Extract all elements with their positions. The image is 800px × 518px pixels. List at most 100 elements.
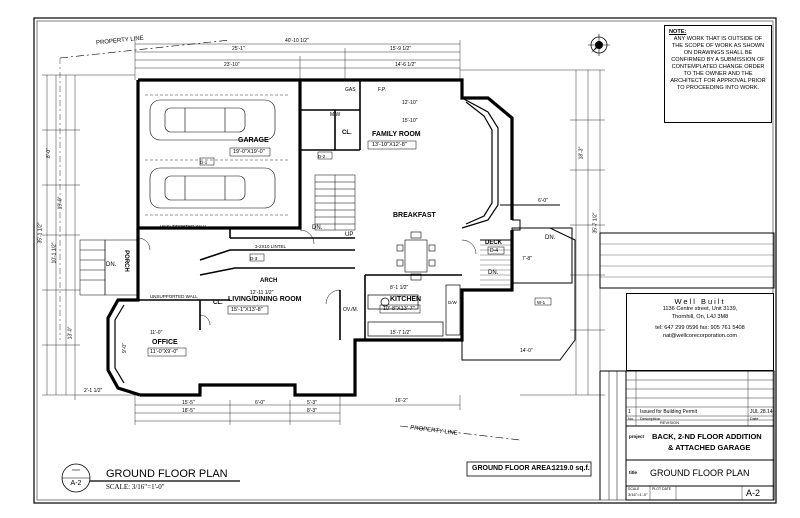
dim-bottom-mid-2: 8'-3" [307,408,317,414]
sheet-scale-label: SCALE [628,487,640,491]
interior-walls [138,80,462,340]
room-garage: GARAGE [238,137,269,144]
right-dimensions [460,69,605,396]
label-dn-4: DN. [106,262,117,268]
garage-cars [149,99,276,209]
deck [461,204,576,361]
property-line-top [59,39,231,59]
dim-left-c: 13'-0" [67,326,74,340]
room-living: LIVING/DINING ROOM [228,296,302,303]
bay-window [461,97,499,229]
firm-name: Well Built [674,297,726,306]
tag-fp: F.P. [378,87,386,93]
porch-stairs [79,239,139,296]
room-living-dim: 15'-1"X13'-8" [231,307,263,313]
label-up: UP [345,232,354,238]
drawing-scale: SCALE: 3/16"=1'-0" [106,483,165,491]
area-value: 1219.0 sq.f. [552,465,590,472]
dim-living-width: 12'-11 1/2" [250,290,274,296]
dim-deck-length-2: 14'-0" [520,348,533,354]
label-ovm: OV./M. [343,307,359,313]
top-dimensions [134,40,461,80]
sheet-number: A-2 [746,488,761,498]
sheet-border [33,17,777,504]
rev-header-desc: Description [640,416,661,421]
dim-deck-length: 7'-8" [522,256,532,262]
dim-top-left: 25'-1" [232,46,245,52]
dining-table [396,231,436,281]
room-deck: DECK [485,240,503,246]
dim-bottom-mid: 6'-0" [255,400,265,406]
title-block [599,232,775,501]
note-box: NOTE: ANY WORK THAT IS OUTSIDE OF THE SC… [664,25,772,123]
sheet-title: GROUND FLOOR PLAN [650,468,750,478]
tag-d2: D-2 [318,154,326,159]
rev-row1-date: JUL 28.14 [750,409,773,415]
project-title-2: & ATTACHED GARAGE [668,443,751,452]
dim-top-overall: 40'-10 1/2" [285,38,309,44]
north-arrow-icon [588,34,610,56]
dim-left-d: 19'-0" [57,196,64,210]
dim-garage-width: 23'-10" [224,62,240,68]
room-arch: ARCH [260,278,278,284]
room-kitchen-dim: 10'-8"X13'-7" [383,306,415,312]
dim-right-overall: 35'-7 1/2" [592,212,599,234]
drawing-title: GROUND FLOOR PLAN [106,468,228,480]
rev-row1-desc: Issued for Building Permit [640,409,697,415]
firm-phone: tel: 647 299 0596 fax: 905 761 5408 [655,325,745,331]
left-dimensions [42,74,135,400]
sheet-scale-value: 3/16"=1'-0" [628,492,648,497]
dim-top-right: 15'-9 1/2" [390,46,412,52]
dim-right-mid: 18'-3" [578,146,585,160]
room-kitchen: KITCHEN [390,296,422,303]
firm-address-2: Thornhill, On, L4J 3M8 [671,313,729,320]
note-text: ANY WORK THAT IS OUTSIDE OF THE SCOPE OF… [670,36,766,91]
drawing-number: A-2 [70,480,82,487]
rev-row1-no: 1 [628,409,631,415]
sheet-plot-label: PLOT DATE [652,487,672,491]
room-office-dim: 11'-0"X9'-0" [150,349,179,355]
room-office: OFFICE [152,339,178,346]
area-label: GROUND FLOOR AREA: [472,465,554,472]
dim-family-width: 14'-6 1/2" [395,62,417,68]
rev-header-no: No. [628,416,635,421]
door-swings [137,229,477,326]
room-porch: PORCH [122,250,129,272]
room-closet-1: CL. [342,130,352,136]
area-box [466,461,592,477]
tag-gas: GAS [345,87,356,93]
dim-family-width-2: 12'-10" [402,100,418,106]
firm-block: Well Built 1136 Centre street, Unit 3139… [626,293,774,371]
tag-w1: W-1 [537,300,546,305]
stairs [314,174,356,231]
dim-kitchen-width-2: 8'-1 1/2" [390,285,409,291]
dim-bottom-left: 15'-5" [182,400,195,406]
label-dn-3: DN. [488,270,499,276]
property-line-bottom [399,425,521,441]
room-closet-2: CL. [213,300,223,306]
label-dn-1: DN. [312,225,323,231]
tag-unsupported-1: UNSUPPORTED WALL [160,224,208,229]
tag-d1: D-1 [200,160,208,165]
rev-header-date: Date [750,416,759,421]
rev-label: REVISION [660,420,680,425]
drawing-title-bubble [61,463,240,493]
dim-left-overall: 35'-1 1/2" [37,222,44,244]
label-mw: M/W [330,112,341,118]
project-label: project [629,434,645,439]
room-family-dim: 13'-10"X12'-8" [372,142,407,148]
dim-left-e: 9'-0" [121,343,128,353]
room-breakfast: BREAKFAST [393,212,436,219]
tag-d3: D-3 [250,256,258,261]
dim-bottom-mid-3: 5'-3" [307,400,317,406]
dim-left-f: 11'-0" [150,330,163,336]
label-dw: D/W [448,300,457,305]
room-garage-dim: 19'-0"X19'-0" [233,149,265,155]
dim-left-mid: 10'-1 1/2" [51,242,58,264]
tag-unsupported-2: UNSUPPORTED WALL [150,294,198,299]
office-bay-window [107,299,125,389]
project-title-1: BACK, 2-ND FLOOR ADDITION [652,432,762,441]
label-dn-2: DN. [545,235,556,241]
tag-lintel: 3-2X10 LINTEL [255,244,287,249]
dim-left-b: 8'-0" [45,148,52,158]
